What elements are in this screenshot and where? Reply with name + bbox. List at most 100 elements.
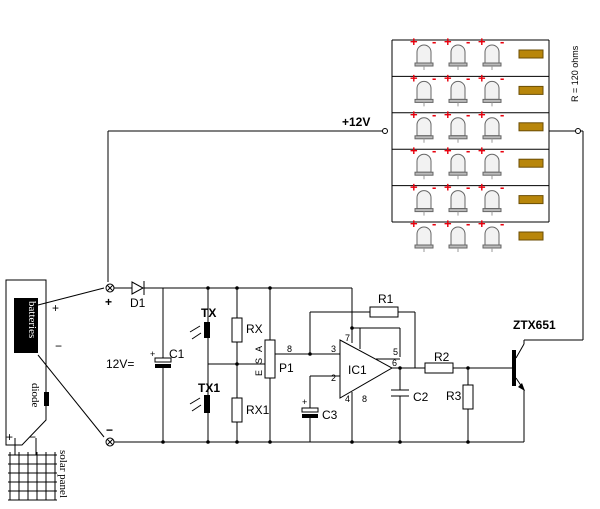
led: +- (410, 107, 436, 143)
svg-text:E: E (254, 370, 264, 376)
led-row: +-+-+- (392, 180, 549, 216)
led-plus: + (478, 180, 486, 195)
led-minus: - (432, 216, 436, 231)
led-row: +-+-+- (392, 143, 549, 180)
c3-capacitor (301, 407, 319, 413)
led-minus: - (432, 180, 436, 195)
rx1-label: RX1 (246, 403, 270, 417)
led: +- (410, 34, 436, 70)
panel-minus: − (29, 430, 36, 444)
led-plus: + (478, 34, 486, 49)
svg-text:A: A (254, 346, 264, 352)
supply-terminal (382, 128, 388, 134)
led-row: +-+-+- (392, 216, 549, 252)
led-minus: - (500, 180, 504, 195)
led-minus: - (432, 34, 436, 49)
led-plus: + (410, 216, 418, 231)
led: +- (410, 70, 436, 107)
svg-text:8: 8 (287, 344, 292, 354)
r3-resistor (462, 384, 474, 410)
c1-label: C1 (169, 347, 185, 361)
r2-label: R2 (434, 350, 450, 364)
led: +- (444, 216, 470, 252)
led-plus: + (478, 143, 486, 158)
c3-label: C3 (322, 408, 338, 422)
led-plus: + (444, 107, 452, 122)
diode-body (44, 392, 49, 406)
led-row-resistor (518, 122, 544, 132)
svg-text:+: + (302, 397, 307, 407)
ztx651-transistor (512, 340, 525, 442)
supply-label: +12V (342, 115, 370, 129)
positive-lead (37, 287, 105, 306)
led-minus: - (500, 34, 504, 49)
matrix-output-terminal (575, 128, 581, 134)
led-minus: - (500, 216, 504, 231)
c1-capacitor (154, 357, 172, 363)
panel-plus: + (6, 430, 13, 444)
d1-diode (131, 281, 145, 295)
negative-terminal-label: − (106, 423, 113, 437)
c2-label: C2 (413, 390, 429, 404)
diode-label: diode (29, 383, 41, 408)
r2-resistor (424, 362, 454, 374)
led-minus: - (432, 70, 436, 85)
led: +- (444, 34, 470, 70)
negative-terminal (105, 437, 115, 447)
svg-text:5: 5 (393, 347, 398, 357)
led-row-resistor (518, 195, 544, 205)
tx1-label: TX1 (198, 381, 220, 395)
negative-lead (37, 354, 105, 438)
led: +- (478, 180, 504, 216)
led: +- (478, 143, 504, 180)
battery-pack (14, 298, 38, 353)
led-plus: + (410, 143, 418, 158)
led-plus: + (410, 180, 418, 195)
solar-panel-grid (8, 452, 57, 501)
ic1-opamp (339, 339, 394, 399)
svg-text:3: 3 (331, 344, 336, 354)
ic1-label: IC1 (348, 363, 367, 377)
r3-label: R3 (446, 389, 462, 403)
led-minus: - (466, 143, 470, 158)
tx1-phototransistor (189, 395, 210, 413)
tx-label: TX (201, 306, 216, 320)
led-matrix: +-+-+-+-+-+-+-+-+-+-+-+-+-+-+-+-+-+- (392, 34, 549, 252)
led-minus: - (500, 143, 504, 158)
positive-terminal-label: + (105, 295, 112, 309)
led-minus: - (466, 34, 470, 49)
svg-text:+: + (150, 349, 155, 359)
svg-text:4: 4 (345, 394, 350, 404)
rx-resistor (231, 317, 243, 343)
led-minus: - (466, 180, 470, 195)
rx-label: RX (246, 322, 263, 336)
led-minus: - (466, 216, 470, 231)
solar-panel-label: solar panel (57, 450, 69, 498)
led-minus: - (466, 70, 470, 85)
resistor-value-label: R = 120 ohms (570, 45, 580, 102)
source-housing (5, 279, 47, 446)
battery-minus: − (55, 339, 62, 353)
led: +- (444, 107, 470, 143)
led: +- (478, 216, 504, 252)
led-minus: - (500, 70, 504, 85)
led: +- (478, 70, 504, 107)
led-minus: - (432, 143, 436, 158)
led-plus: + (444, 180, 452, 195)
led-minus: - (466, 107, 470, 122)
led-plus: + (478, 107, 486, 122)
rx1-resistor (231, 397, 243, 423)
led-plus: + (444, 70, 452, 85)
led: +- (410, 143, 436, 180)
led: +- (478, 34, 504, 70)
led-plus: + (444, 143, 452, 158)
led: +- (444, 70, 470, 107)
svg-text:7: 7 (345, 333, 350, 343)
p1-label: P1 (279, 361, 294, 375)
transistor-label: ZTX651 (513, 318, 556, 332)
svg-text:2: 2 (331, 373, 336, 383)
led-row: +-+-+- (392, 107, 549, 143)
led-row: +-+-+- (392, 34, 549, 70)
